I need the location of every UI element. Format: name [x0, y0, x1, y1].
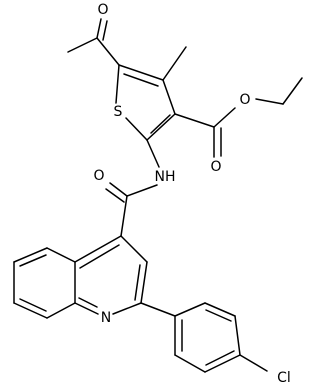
bond-nh-amide-c: [126, 184, 158, 197]
bond-q-n-c8a: [74, 302, 99, 315]
bond-ph-c1-c2: [174, 302, 206, 317]
bond-amide-c-o: [109, 182, 128, 197]
bond-ester-o-ch2: [255, 98, 284, 105]
bond-ester-c-oalkyl: [213, 107, 236, 128]
bond-acetyl-carbonyl-c: [96, 37, 120, 66]
bond-q-c4a-c4: [74, 235, 122, 263]
atom-label-o-acetyl: O: [97, 2, 108, 18]
bond-ring-c4-c5-double: [123, 73, 159, 87]
bond-ring-s-c2: [125, 117, 148, 141]
bond-q-c7-c8: [13, 302, 48, 319]
bond-ph-c4-c5-double: [205, 350, 235, 366]
bond-amide-c-o-double: [105, 188, 125, 203]
atom-label-s-ring: S: [114, 104, 123, 120]
bond-q-c2-phenyl: [140, 302, 176, 317]
bond-ring-ester-c: [174, 113, 215, 128]
bond-q-c7-c8-double: [19, 298, 47, 312]
bond-ph-c3-c4: [234, 315, 241, 356]
atom-label-cl: Cl: [277, 370, 291, 386]
bond-acetyl-c-o-double: [102, 20, 108, 41]
atom-label-o-amide: O: [93, 168, 104, 184]
bond-ring-c5-s: [115, 64, 120, 104]
bond-ph-c4-cl: [239, 354, 268, 372]
bond-q-c8-c8a: [46, 302, 76, 319]
chemical-structure: O S O O NH O N Cl: [13, 2, 303, 386]
bond-ring-c2-c3-double: [150, 114, 171, 134]
bond-ring-c2-c3: [146, 113, 176, 141]
bond-ph-c5-c6: [174, 354, 206, 373]
bond-q-c3-c2: [140, 261, 148, 304]
bond-q-c5-c6-double: [19, 254, 47, 267]
bond-lines: [13, 18, 303, 373]
bond-ring-methyl: [162, 46, 187, 81]
bond-q-n-c8a-double: [78, 297, 98, 308]
bond-ph-c4-c5: [204, 354, 241, 373]
bond-ph-c2-c3-double: [205, 309, 232, 322]
bond-ring-c3-c4: [162, 79, 176, 115]
bond-q-c4a-c5: [46, 247, 76, 263]
bond-ester-ch2-ch3: [282, 77, 303, 105]
bond-q-c4-c3: [120, 235, 148, 263]
atom-label-nh-amide: NH: [155, 169, 176, 185]
atom-label-o-ester: O: [239, 92, 250, 108]
bond-q-c5-c6: [13, 247, 48, 263]
bond-acetyl-methyl: [67, 37, 98, 53]
bond-acetyl-c-o: [96, 18, 102, 39]
bond-amide-c-quinoline: [120, 195, 128, 237]
bond-q-c2-n: [112, 302, 142, 315]
atom-label-o-carbonyl-ester: O: [210, 159, 221, 175]
atom-label-n-quinoline: N: [101, 310, 111, 326]
bond-q-c4a-c4-double: [79, 244, 120, 269]
bond-ring-c4-c5: [118, 64, 164, 81]
bond-c2-nh: [146, 139, 160, 168]
atom-labels: O S O O NH O N Cl: [93, 2, 290, 386]
bond-q-c3-c2-double: [134, 264, 141, 301]
bond-ph-c2-c3: [204, 302, 236, 317]
